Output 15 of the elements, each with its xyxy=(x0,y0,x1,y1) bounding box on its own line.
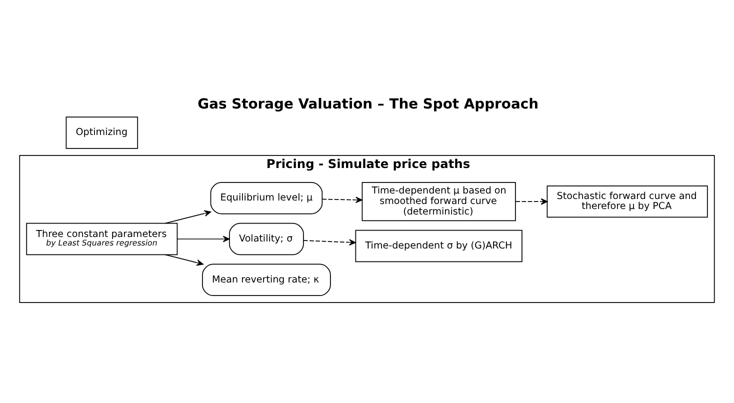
node-box: Time-dependent σ by (G)ARCH xyxy=(355,229,522,262)
node-box: Volatility; σ xyxy=(229,222,304,255)
arrow xyxy=(515,198,548,204)
arrow xyxy=(176,235,230,242)
arrow xyxy=(322,196,362,203)
arrow xyxy=(164,254,204,266)
node-box: Stochastic forward curve and therefore μ by PCA xyxy=(546,184,708,218)
node-box: Mean reverting rate; κ xyxy=(202,263,331,296)
diagram-title: Gas Storage Valuation – The Spot Approach xyxy=(198,96,538,112)
node-box: Three constant parameters by Least Squares regression xyxy=(26,222,178,255)
node-box: Time-dependent μ based on smoothed forward curve (deterministic) xyxy=(362,181,516,221)
node-box: Equilibrium level; μ xyxy=(210,181,323,214)
arrow xyxy=(164,210,212,224)
node-box: Optimizing xyxy=(66,116,138,148)
arrow xyxy=(303,238,356,246)
